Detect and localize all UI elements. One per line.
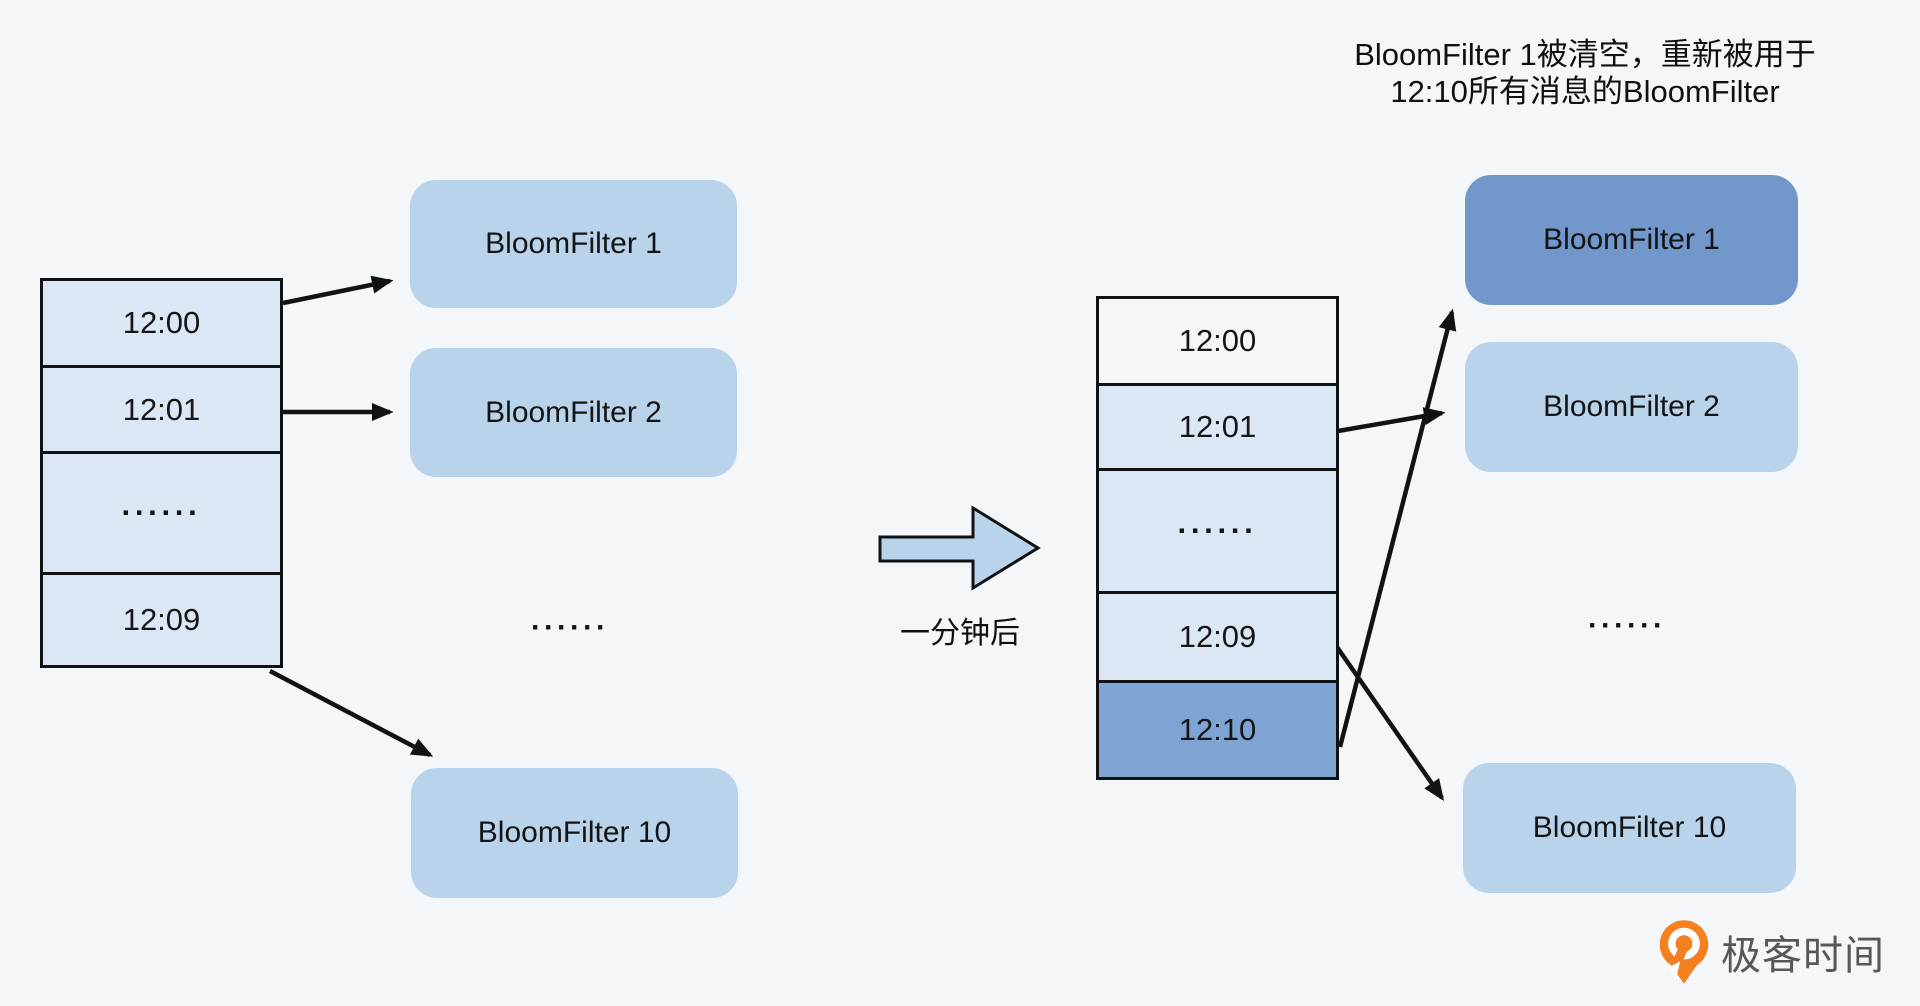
time-slot-row: 12:00 bbox=[43, 281, 280, 365]
bloomfilter-2-box-before: BloomFilter 2 bbox=[410, 348, 737, 477]
time-slot-table-after: 12:00 12:01 ······ 12:09 12:10 bbox=[1096, 296, 1339, 780]
ellipsis-text: ······ bbox=[531, 611, 609, 644]
geektime-pin-icon bbox=[1659, 920, 1709, 984]
one-minute-later-label: 一分钟后 bbox=[900, 617, 1020, 650]
bloomfilter-10-box-after: BloomFilter 10 bbox=[1463, 763, 1796, 893]
arrow-1209-to-bf10 bbox=[268, 669, 434, 757]
caption: BloomFilter 1被清空，重新被用于 12:10所有消息的BloomFi… bbox=[1250, 36, 1920, 110]
time-slot-row: 12:01 bbox=[43, 365, 280, 451]
time-slot-row: 12:09 bbox=[43, 572, 280, 665]
filters-ellipsis-after: ······ bbox=[1527, 601, 1727, 651]
bloomfilter-1-box-before: BloomFilter 1 bbox=[410, 180, 737, 308]
geektime-logo: 极客时间 bbox=[1656, 916, 1885, 988]
time-slot-row-ellipsis: ······ bbox=[43, 451, 280, 572]
arrow-1201-to-bf2-after bbox=[1337, 407, 1446, 434]
arrow-1209-to-bf10-after bbox=[1335, 645, 1445, 801]
ellipsis-text: ······ bbox=[1588, 609, 1666, 642]
time-slot-row: 12:00 bbox=[1099, 299, 1336, 383]
bloomfilter-10-box-before: BloomFilter 10 bbox=[411, 768, 738, 898]
caption-line-1: BloomFilter 1被清空，重新被用于 bbox=[1354, 37, 1816, 72]
filters-ellipsis-before: ······ bbox=[470, 603, 670, 653]
geektime-logo-text: 极客时间 bbox=[1721, 934, 1885, 978]
time-slot-row-ellipsis: ······ bbox=[1099, 468, 1336, 591]
bloomfilter-2-box-after: BloomFilter 2 bbox=[1465, 342, 1798, 472]
arrow-1200-to-bf1 bbox=[282, 275, 394, 306]
caption-line-2: 12:10所有消息的BloomFilter bbox=[1390, 74, 1780, 109]
one-minute-later-block-arrow-icon bbox=[878, 505, 1041, 591]
time-slot-row: 12:01 bbox=[1099, 383, 1336, 468]
bloomfilter-1-box-after-highlighted: BloomFilter 1 bbox=[1465, 175, 1798, 305]
time-slot-row: 12:09 bbox=[1099, 591, 1336, 680]
time-slot-table-before: 12:00 12:01 ······ 12:09 bbox=[40, 278, 283, 668]
time-slot-row-highlighted: 12:10 bbox=[1099, 680, 1336, 777]
arrow-1210-to-bf1-after bbox=[1337, 308, 1457, 748]
